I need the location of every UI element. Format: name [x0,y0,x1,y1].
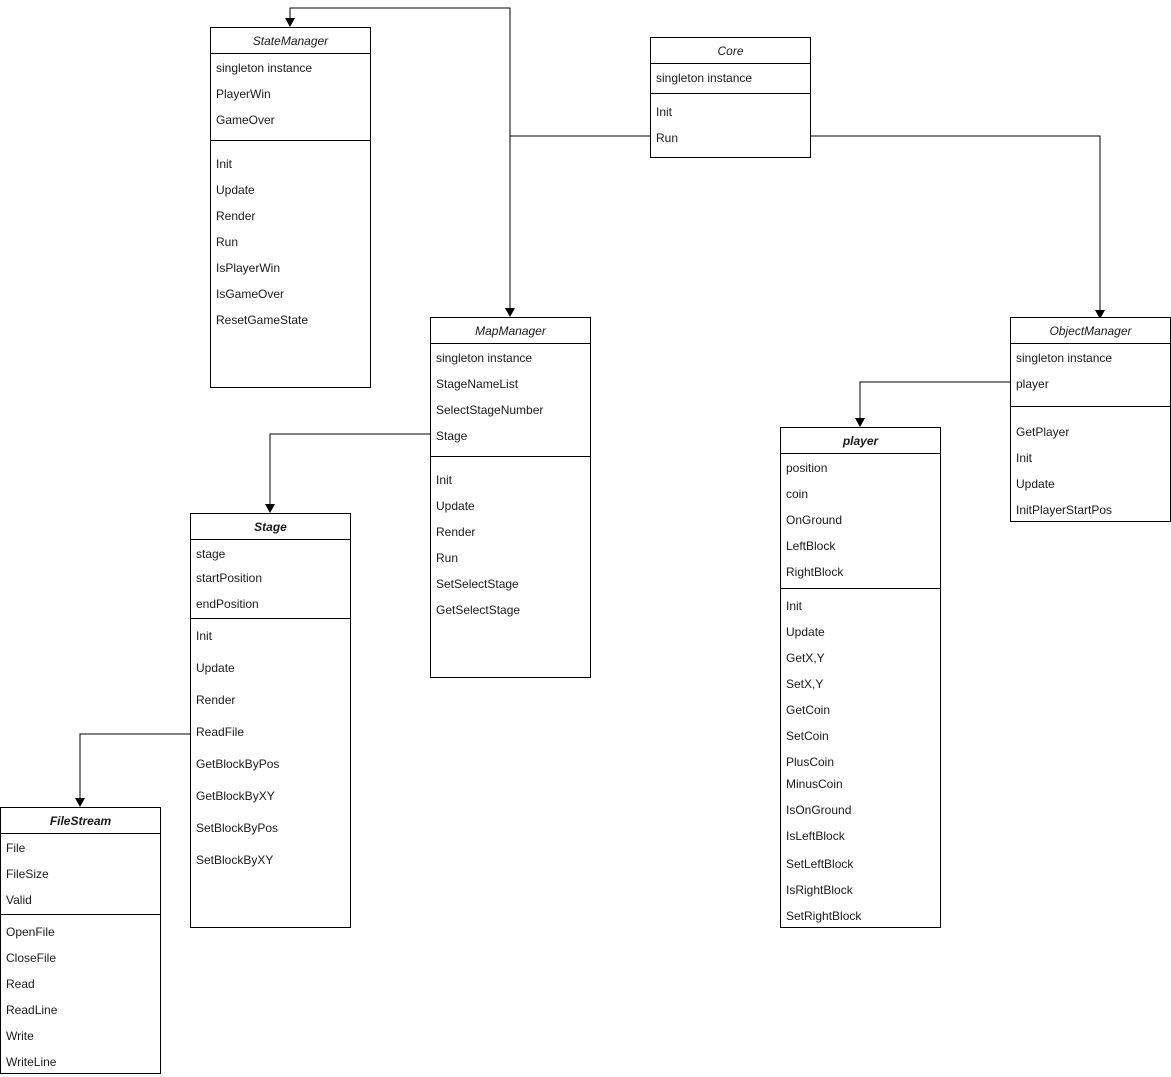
method-row: Write [6,1029,34,1043]
section-divider [191,618,350,619]
field-row: singleton instance [216,61,313,75]
method-row: SetLeftBlock [786,857,854,871]
class-stage[interactable]: Stage stage startPosition endPosition In… [190,513,351,928]
class-title: MapManager [431,318,590,344]
method-row: SetBlockByPos [196,821,279,835]
method-row: Init [656,105,673,119]
method-row: SetX,Y [786,677,824,691]
section-divider [431,456,590,457]
method-row: Update [436,499,475,513]
connector-map-manager-to-stage [265,433,430,513]
method-row: GetCoin [786,703,831,717]
connector-object-manager-to-player [855,381,1010,427]
method-row: SetRightBlock [786,909,862,923]
method-row: GetX,Y [786,651,825,665]
connector-core-to-object-manager [810,135,1105,319]
method-row: GetPlayer [1016,425,1070,439]
connector-stage-to-file-stream [75,733,190,807]
class-core[interactable]: Core singleton instance Init Run [650,37,811,158]
class-object-manager[interactable]: ObjectManager singleton instance player … [1010,317,1171,522]
field-row: SelectStageNumber [436,403,544,417]
method-row: Update [196,661,235,675]
method-row: GetBlockByXY [196,789,275,803]
method-row: Run [216,235,239,249]
method-row: ResetGameState [216,313,309,327]
field-row: Stage [436,429,468,443]
field-row: RightBlock [786,565,844,579]
field-row: StageNameList [436,377,519,391]
class-title: Stage [191,514,350,540]
method-row: Init [196,629,213,643]
method-row: Update [1016,477,1055,491]
class-player[interactable]: player position coin OnGround LeftBlock … [780,427,941,928]
method-row: CloseFile [6,951,57,965]
class-title: FileStream [1,808,160,834]
method-row: ReadFile [196,725,245,739]
method-row: IsOnGround [786,803,852,817]
method-row: InitPlayerStartPos [1016,503,1113,517]
class-title: StateManager [211,28,370,54]
field-row: File [6,841,26,855]
field-row: FileSize [6,867,49,881]
field-row: stage [196,547,226,561]
class-map-manager[interactable]: MapManager singleton instance StageNameL… [430,317,591,678]
method-row: IsLeftBlock [786,829,845,843]
field-row: singleton instance [1016,351,1113,365]
field-row: coin [786,487,809,501]
field-row: LeftBlock [786,539,836,553]
method-row: Update [786,625,825,639]
class-title: ObjectManager [1011,318,1170,344]
method-row: IsGameOver [216,287,285,301]
method-row: IsPlayerWin [216,261,281,275]
method-row: Render [216,209,256,223]
field-row: singleton instance [656,71,753,85]
method-row: IsRightBlock [786,883,853,897]
field-row: startPosition [196,571,263,585]
method-row: SetBlockByXY [196,853,274,867]
section-divider [781,588,940,589]
method-row: Read [6,977,35,991]
section-divider [1011,406,1170,407]
class-file-stream[interactable]: FileStream File FileSize Valid OpenFile … [0,807,161,1074]
method-row: Init [786,599,803,613]
class-title: player [781,428,940,454]
method-row: MinusCoin [786,777,843,791]
method-row: Init [216,157,233,171]
class-title: Core [651,38,810,64]
method-row: Run [436,551,459,565]
field-row: GameOver [216,113,275,127]
field-row: OnGround [786,513,843,527]
method-row: SetSelectStage [436,577,519,591]
section-divider [651,93,810,94]
method-row: ReadLine [6,1003,58,1017]
field-row: endPosition [196,597,259,611]
field-row: singleton instance [436,351,533,365]
field-row: Valid [6,893,32,907]
section-divider [1,914,160,915]
connector-core-to-state-manager [285,7,650,137]
method-row: GetSelectStage [436,603,521,617]
method-row: Run [656,131,679,145]
field-row: PlayerWin [216,87,271,101]
method-row: Init [436,473,453,487]
method-row: Init [1016,451,1033,465]
method-row: PlusCoin [786,755,835,769]
field-row: position [786,461,828,475]
section-divider [211,140,370,141]
method-row: Render [436,525,476,539]
field-row: player [1016,377,1049,391]
method-row: Update [216,183,255,197]
method-row: WriteLine [6,1055,57,1069]
class-state-manager[interactable]: StateManager singleton instance PlayerWi… [210,27,371,388]
method-row: GetBlockByPos [196,757,280,771]
method-row: OpenFile [6,925,55,939]
method-row: SetCoin [786,729,829,743]
method-row: Render [196,693,236,707]
